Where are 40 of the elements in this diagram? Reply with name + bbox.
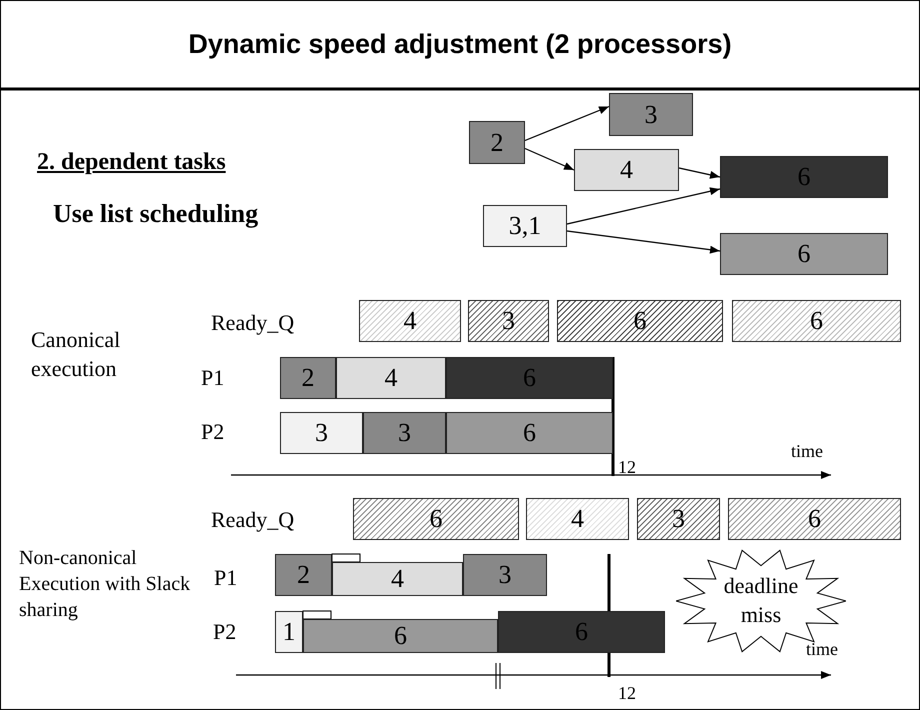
tick-label: 12 xyxy=(618,683,636,704)
slide-title: Dynamic speed adjustment (2 processors) xyxy=(187,29,733,60)
queue-slot: 4 xyxy=(526,498,629,540)
task-bar: 3 xyxy=(280,412,363,454)
row-label: Ready_Q xyxy=(211,507,294,533)
task-bar: 4 xyxy=(332,562,463,596)
row-label: P2 xyxy=(201,419,224,445)
task-bar: 3 xyxy=(363,412,446,454)
task-bar: 2 xyxy=(275,554,332,596)
queue-slot: 4 xyxy=(359,300,461,342)
row-label: Canonical execution xyxy=(31,326,122,383)
row-label: P1 xyxy=(214,565,238,591)
task-box: 3 xyxy=(609,93,693,136)
row-label: Ready_Q xyxy=(211,310,294,336)
task-bar: 6 xyxy=(446,412,613,454)
queue-slot: 6 xyxy=(732,300,901,342)
task-bar: 6 xyxy=(303,619,498,653)
arrow xyxy=(566,187,720,225)
task-box: 4 xyxy=(574,149,679,191)
section-heading: 2. dependent tasks xyxy=(37,149,226,176)
arrow xyxy=(678,167,720,179)
arrow xyxy=(524,106,610,142)
task-bar: 2 xyxy=(280,357,336,399)
task-bar: 1 xyxy=(275,611,303,653)
row-label: P2 xyxy=(213,619,236,645)
arrow xyxy=(524,148,574,171)
task-bar: 4 xyxy=(336,357,446,399)
task-box: 3,1 xyxy=(483,205,567,247)
tick-label: 12 xyxy=(618,457,636,478)
arrow xyxy=(566,230,720,254)
row-label: Non-canonical Execution with Slack sharing xyxy=(19,546,192,623)
axis-label: time xyxy=(806,639,838,660)
queue-slot: 6 xyxy=(353,498,519,540)
axis-label: time xyxy=(791,441,823,462)
row-label: P1 xyxy=(201,365,224,391)
task-box: 6 xyxy=(720,233,888,275)
note: Use list scheduling xyxy=(53,199,258,229)
task-box: 2 xyxy=(469,121,525,164)
task-bar: 3 xyxy=(463,554,547,596)
queue-slot: 6 xyxy=(728,498,901,540)
